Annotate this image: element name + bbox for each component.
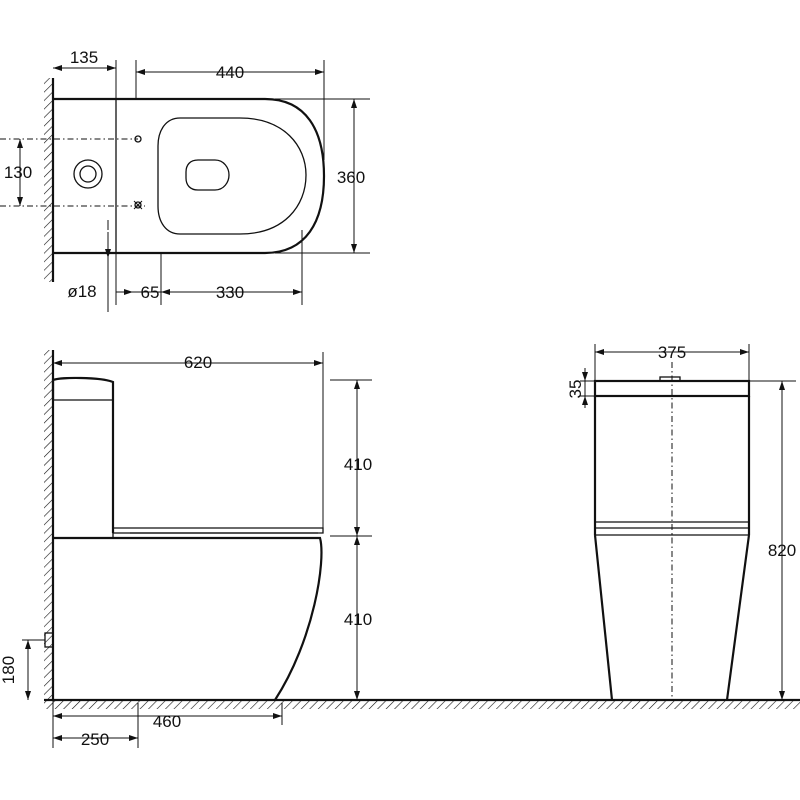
- dim-side-inlet-height: 180: [0, 656, 18, 684]
- dim-front-total-height: 820: [768, 541, 796, 560]
- top-view: 135 440 360 130 ø18 65 330: [0, 48, 370, 312]
- front-flush-button: [659, 376, 681, 382]
- dim-top-outlet-offset: 130: [4, 163, 32, 182]
- dim-top-wall-offset: 135: [70, 48, 98, 67]
- top-water-inlet-inner: [79, 165, 97, 183]
- dim-top-length: 440: [216, 63, 244, 82]
- side-view: 620 410 410 180 250 460: [0, 350, 800, 749]
- dim-top-width: 360: [337, 168, 365, 187]
- dim-top-hole-diameter: ø18: [67, 282, 96, 301]
- dim-front-lid-height: 35: [566, 380, 585, 399]
- dim-side-base-length: 460: [153, 712, 181, 731]
- side-floor-hatch: [44, 701, 800, 709]
- dim-top-bolt-gap: 65: [141, 283, 160, 302]
- top-toilet-outline: [53, 97, 326, 255]
- top-water-inlet-outer: [73, 159, 103, 189]
- dim-side-length: 620: [184, 353, 212, 372]
- top-seat-outline: [157, 117, 307, 235]
- dim-top-bolt-to-front: 330: [216, 283, 244, 302]
- dim-side-upper-height: 410: [344, 455, 372, 474]
- front-view: 375 35 820: [566, 343, 796, 701]
- side-wall-hatch: [44, 350, 52, 700]
- dim-front-width: 375: [658, 343, 686, 362]
- top-fixing-bolt-2: [134, 201, 142, 209]
- side-seat: [112, 527, 324, 534]
- top-wall-hatch: [44, 78, 52, 282]
- front-bowl-outline: [593, 534, 751, 701]
- dim-side-outlet-distance: 250: [81, 730, 109, 749]
- side-bowl-outline: [53, 536, 323, 701]
- top-bowl-opening: [185, 159, 230, 191]
- side-tank-outline: [51, 376, 115, 533]
- dim-side-lower-height: 410: [344, 610, 372, 629]
